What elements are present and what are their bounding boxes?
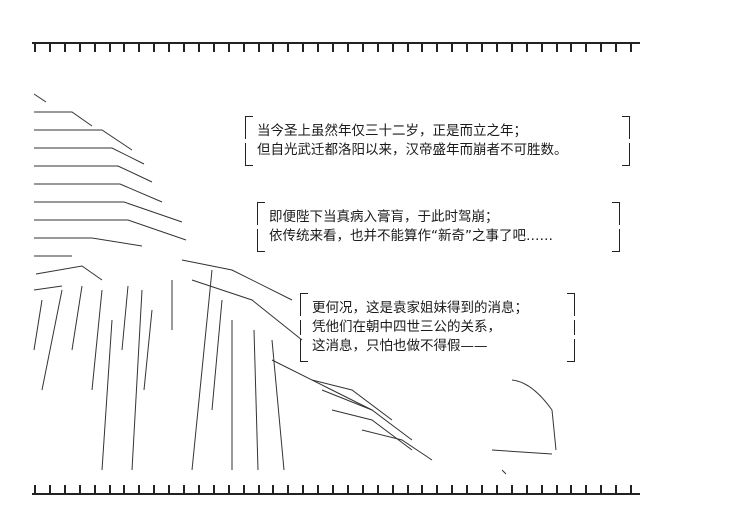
rule-tick	[93, 485, 96, 495]
rule-tick	[600, 42, 603, 52]
rule-tick	[242, 42, 245, 52]
top-border-rule	[32, 42, 640, 54]
rule-tick	[481, 485, 483, 495]
rule-tick	[451, 485, 454, 495]
ascii-art-figure	[33, 93, 557, 475]
rule-tick	[346, 42, 349, 52]
rule-tick	[391, 485, 394, 495]
rule-tick	[168, 42, 171, 52]
rule-tick	[287, 485, 290, 495]
rule-tick	[540, 42, 543, 52]
rule-tick	[93, 42, 96, 52]
rule-tick	[197, 485, 200, 495]
dialogue-line: 即便陛下当真病入膏肓，于此时驾崩；	[257, 208, 620, 227]
rule-tick	[34, 42, 36, 52]
rule-tick	[630, 42, 632, 52]
rule-tick	[600, 485, 603, 495]
rule-tick	[510, 42, 513, 52]
rule-tick	[391, 42, 394, 52]
rule-tick	[466, 42, 469, 52]
rule-tick	[242, 485, 245, 495]
rule-tick	[183, 485, 185, 495]
rule-tick	[615, 485, 618, 495]
dialogue-line: 但自光武迁都洛阳以来，汉帝盛年而崩者不可胜数。	[245, 141, 630, 160]
rule-tick	[451, 42, 454, 52]
rule-tick	[376, 485, 379, 495]
rule-tick	[78, 485, 81, 495]
rule-tick	[108, 485, 111, 495]
rule-tick	[406, 42, 409, 52]
rule-tick	[78, 42, 81, 52]
rule-tick	[630, 485, 632, 495]
rule-tick	[525, 485, 528, 495]
rule-tick	[183, 42, 185, 52]
dialogue-box-3: 更何况，这是袁家姐妹得到的消息； 凭他们在朝中四世三公的关系， 这消息，只怕也做…	[300, 293, 575, 362]
rule-tick	[212, 42, 215, 52]
dialogue-line: 这消息，只怕也做不得假——	[300, 337, 575, 356]
rule-tick	[272, 42, 275, 52]
dialogue-line: 凭他们在朝中四世三公的关系，	[300, 318, 575, 337]
rule-tick	[63, 485, 66, 495]
rule-tick	[317, 42, 320, 52]
rule-tick	[570, 42, 573, 52]
rule-tick	[436, 485, 439, 495]
rule-tick	[615, 42, 618, 52]
rule-tick	[168, 485, 171, 495]
rule-tick	[495, 485, 498, 495]
rule-tick	[525, 42, 528, 52]
rule-tick	[346, 485, 349, 495]
dialogue-box-2: 即便陛下当真病入膏肓，于此时驾崩； 依传统来看，也并不能算作“新奇”之事了吧……	[257, 202, 620, 252]
rule-tick	[466, 485, 469, 495]
rule-tick	[555, 42, 558, 52]
rule-tick	[302, 485, 305, 495]
hair-lines	[33, 269, 285, 471]
rule-tick	[421, 42, 424, 52]
rule-tick	[153, 42, 156, 52]
rule-tick	[212, 485, 215, 495]
rule-tick	[570, 485, 573, 495]
rule-tick	[48, 485, 51, 495]
rule-tick	[332, 42, 334, 52]
dialogue-line: 当今圣上虽然年仅三十二岁，正是而立之年；	[245, 122, 630, 141]
rule-tick	[48, 42, 51, 52]
rule-tick	[197, 42, 200, 52]
rule-tick	[361, 42, 364, 52]
rule-tick	[436, 42, 439, 52]
rule-tick	[227, 42, 230, 52]
rule-tick	[302, 42, 305, 52]
rule-tick	[272, 485, 275, 495]
rule-tick	[257, 485, 260, 495]
rule-tick	[123, 485, 126, 495]
rule-tick	[34, 485, 36, 495]
rule-tick	[227, 485, 230, 495]
hair-strands	[33, 93, 187, 291]
rule-tick	[585, 485, 588, 495]
rule-tick	[555, 485, 558, 495]
rule-tick	[63, 42, 66, 52]
bottom-border-rule	[32, 483, 640, 495]
rule-tick	[257, 42, 260, 52]
collar-lines	[181, 259, 373, 411]
dialogue-box-1: 当今圣上虽然年仅三十二岁，正是而立之年； 但自光武迁都洛阳以来，汉帝盛年而崩者不…	[245, 116, 630, 166]
rule-tick	[332, 485, 334, 495]
rule-tick	[585, 42, 588, 52]
rule-tick	[153, 485, 156, 495]
rule-tick	[287, 42, 290, 52]
rule-tick	[138, 485, 141, 495]
rule-tick	[406, 485, 409, 495]
rule-tick	[317, 485, 320, 495]
rule-tick	[138, 42, 141, 52]
rule-tick	[108, 42, 111, 52]
rule-tick	[421, 485, 424, 495]
dialogue-line: 更何况，这是袁家姐妹得到的消息；	[300, 299, 575, 318]
rule-tick	[510, 485, 513, 495]
rule-tick	[376, 42, 379, 52]
dialogue-line: 依传统来看，也并不能算作“新奇”之事了吧……	[257, 227, 620, 246]
rule-tick	[540, 485, 543, 495]
rule-tick	[123, 42, 126, 52]
rule-tick	[481, 42, 483, 52]
sleeve-lines	[311, 379, 557, 475]
rule-tick	[495, 42, 498, 52]
rule-tick	[361, 485, 364, 495]
